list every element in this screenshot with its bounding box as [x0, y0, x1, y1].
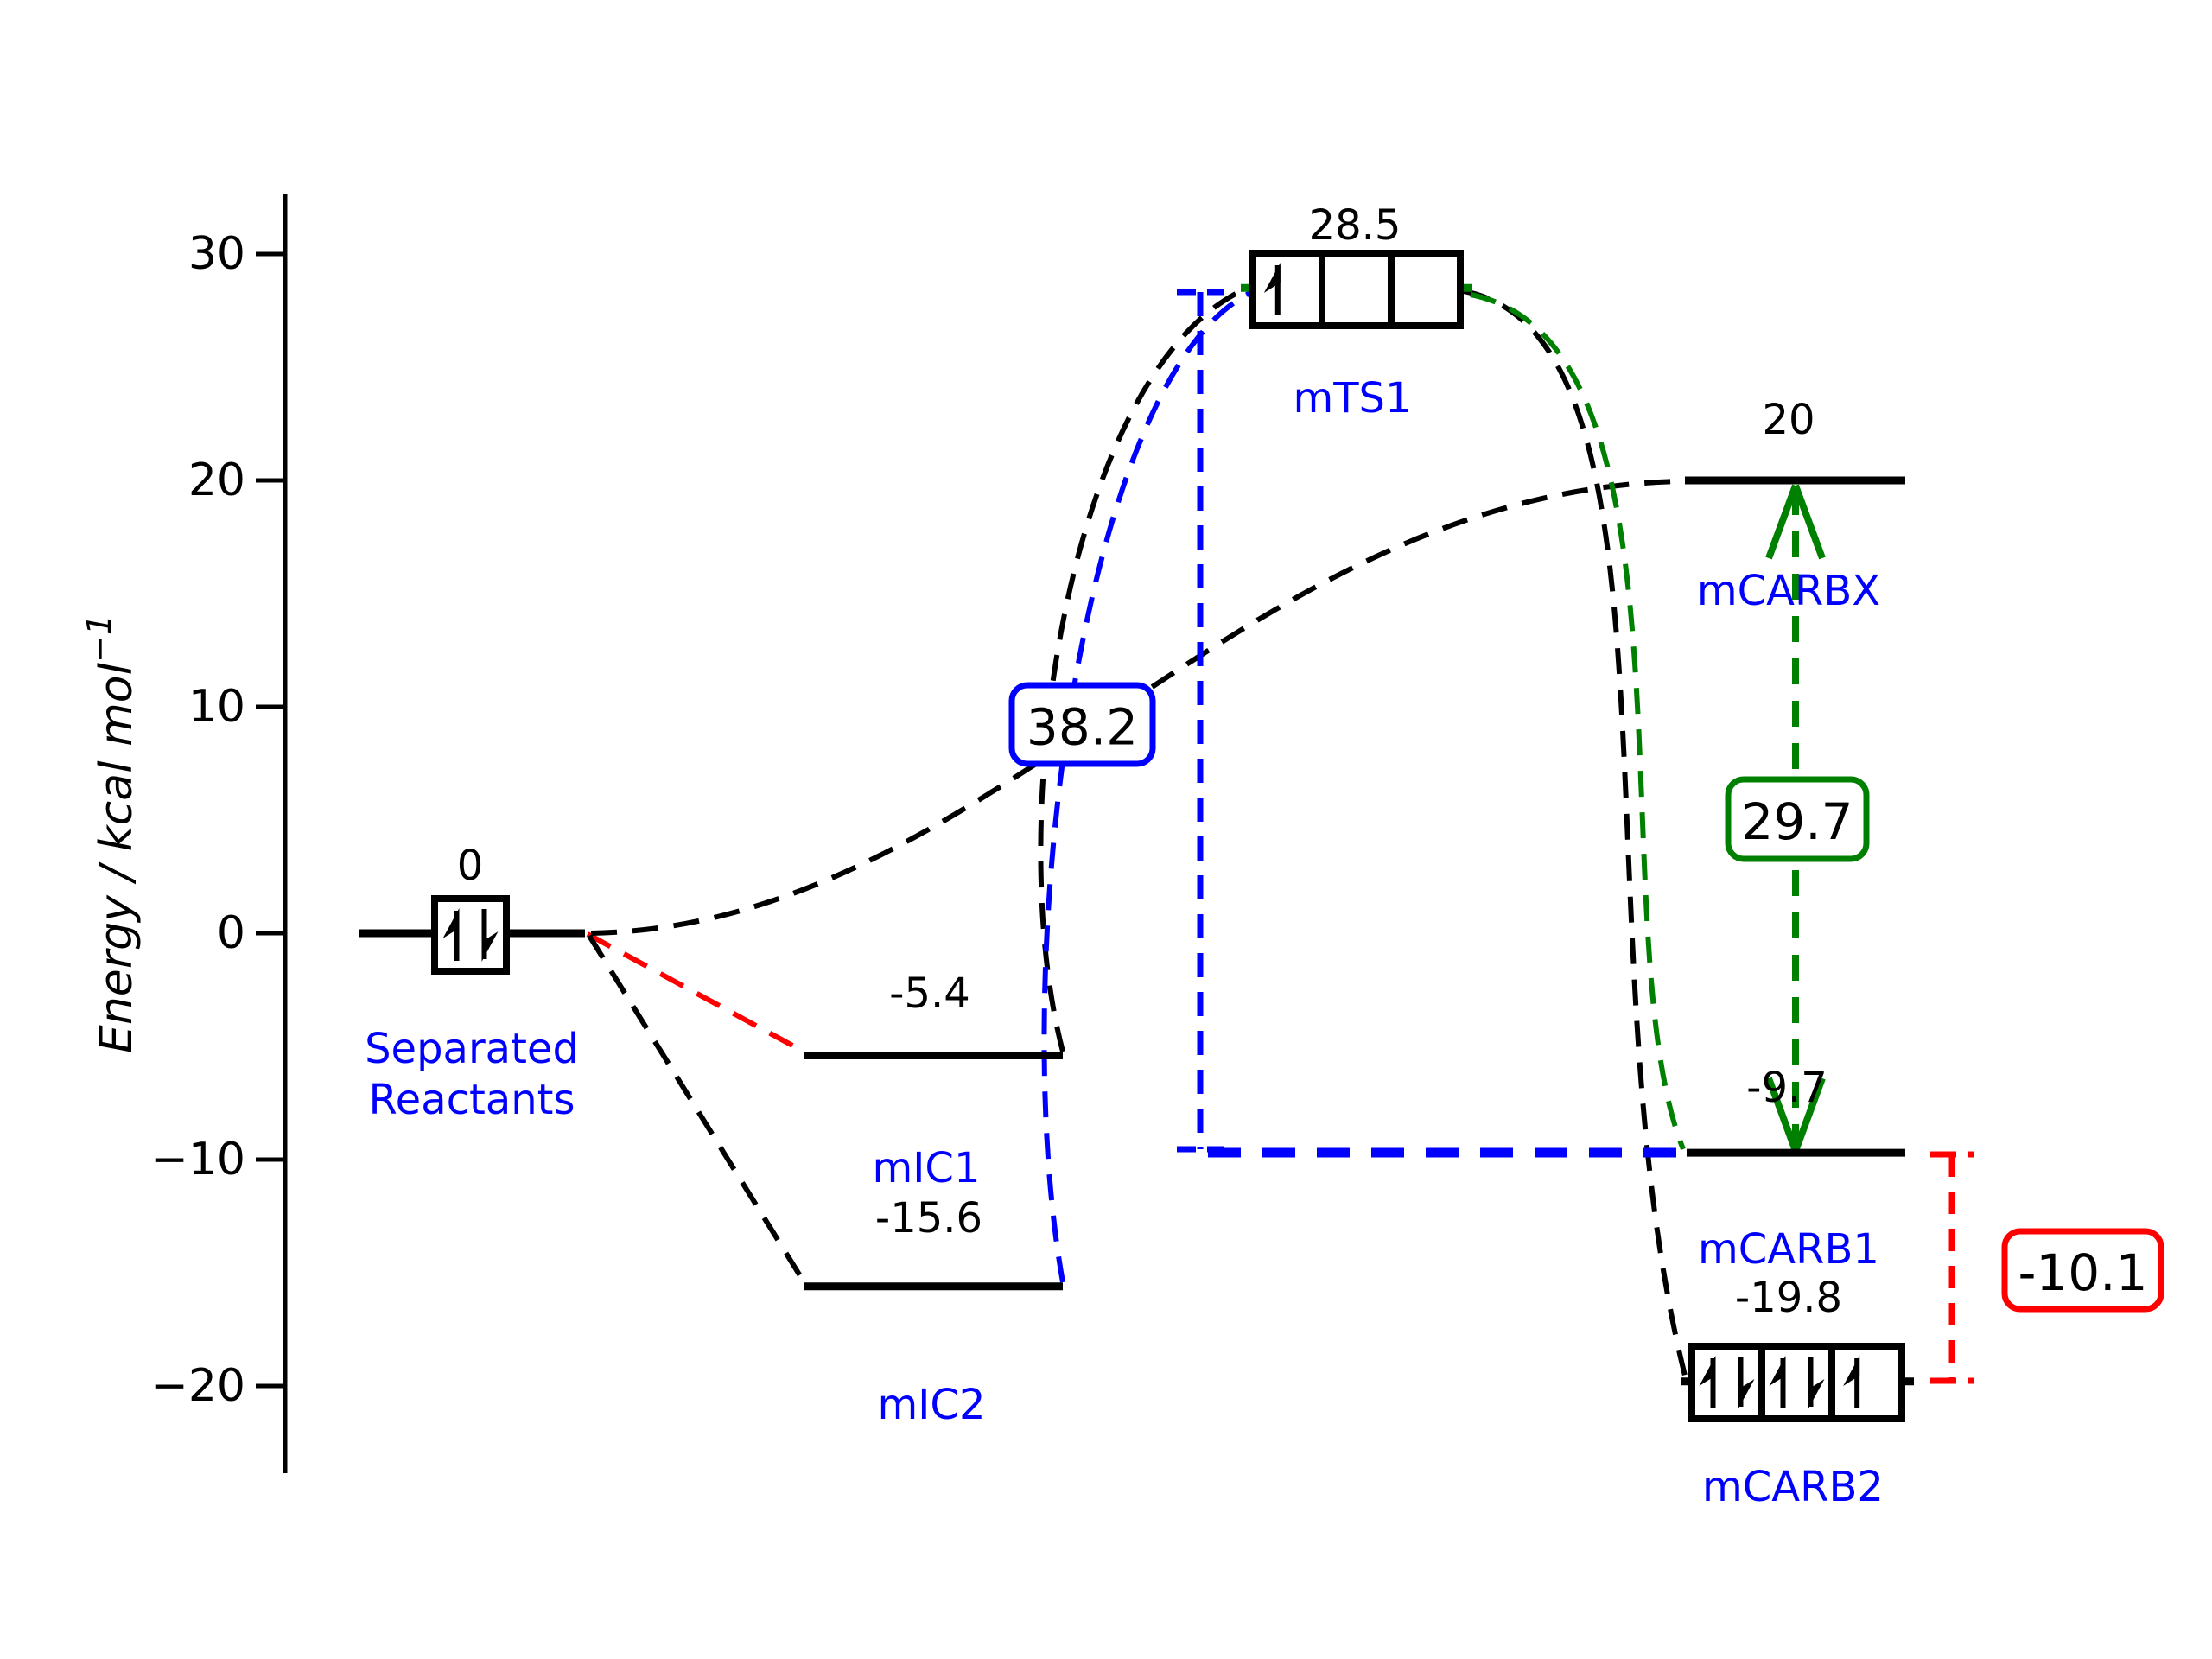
energy-value-label-mIC2: -15.6: [875, 1194, 982, 1243]
arrowhead-right-barb: [1792, 1077, 1826, 1153]
orbital-box-row-mCARB2: [1688, 1343, 1905, 1422]
energy-value-label-mCARB1: -9.7: [1746, 1064, 1827, 1112]
energy-value-label-mCARBX: 20: [1762, 396, 1815, 444]
measure-lines: [1177, 289, 1974, 1384]
y-axis-tick-label: 0: [217, 907, 245, 959]
measure-value-m38: 38.2: [1027, 698, 1138, 757]
connector-mTS1-to-mCARB1: [1470, 292, 1686, 1151]
electron-arrow-barb: [1769, 1356, 1786, 1386]
electron-arrow-barb: [1699, 1356, 1716, 1386]
orbital-box-row-mTS1: [1249, 250, 1464, 329]
orbital-box-empty: [1388, 250, 1464, 329]
orbital-box-up: [1828, 1343, 1905, 1422]
species-name-label-mTS1: mTS1: [1293, 374, 1411, 423]
arrowhead-left-barb: [1765, 484, 1799, 560]
electron-arrow-barb: [1263, 263, 1281, 293]
y-axis-tick-label: 20: [188, 454, 245, 506]
energy-value-label-SR: 0: [457, 842, 484, 890]
orbital-boxes: [431, 250, 1905, 1422]
connector-mTS1-to-mCARB2: [1463, 289, 1688, 1376]
connector-mIC1-to-mTS1: [1038, 287, 1246, 1052]
species-name-label-mCARB1: mCARB1: [1698, 1225, 1879, 1274]
measure-value-boxes: 38.2 29.7 -10.1: [1008, 682, 2164, 1313]
measure-value-box--10.1: [2001, 1228, 2164, 1313]
orbital-box-up: [1249, 250, 1325, 329]
species-name-label-SR: Reactants: [368, 1076, 575, 1124]
y-axis-tick-label: 10: [188, 681, 245, 733]
species-name-label-mIC2: mIC2: [878, 1381, 986, 1429]
electron-arrow-barb: [442, 908, 460, 938]
orbital-box-row-SR: [431, 895, 510, 975]
energy-value-label-mIC1: -5.4: [889, 969, 970, 1018]
electron-arrow-barb: [1808, 1379, 1825, 1409]
connector-curves: [586, 287, 1688, 1376]
y-axis-tick-label: −10: [150, 1134, 245, 1185]
energy-value-label-mTS1: 28.5: [1309, 201, 1402, 250]
electron-arrow-barb: [481, 931, 499, 962]
energy-value-label-mCARB2: -19.8: [1735, 1274, 1842, 1322]
orbital-box-empty: [1319, 250, 1395, 329]
species-name-label-mIC1: mIC1: [873, 1144, 981, 1192]
measure-value-box-29.7: [1725, 776, 1870, 862]
y-axis-title: Energy / kcal mol−1: [80, 614, 143, 1053]
electron-arrow-barb: [1843, 1356, 1860, 1386]
y-axis-tick-label: −20: [150, 1360, 245, 1412]
y-axis: 30 20 10 0 −10 −20 Energy / kcal mol−1: [80, 194, 288, 1473]
y-axis-tick-label: 30: [188, 228, 245, 280]
measure-value-m29: 29.7: [1741, 792, 1853, 851]
measure-value-box-38.2: [1008, 682, 1156, 767]
species-name-label-SR: Separated: [365, 1025, 579, 1073]
connector-SR-to-mIC2: [587, 934, 806, 1283]
arrowhead-left-barb: [1765, 1077, 1799, 1153]
arrowhead-right-barb: [1792, 484, 1826, 560]
species-name-label-mCARB2: mCARB2: [1702, 1463, 1884, 1511]
species-name-label-mCARBX: mCARBX: [1697, 567, 1880, 615]
measure-value-m10: -10.1: [2018, 1243, 2147, 1302]
connector-SR-to-mIC1: [586, 931, 805, 1054]
electron-arrow-barb: [1738, 1379, 1755, 1409]
connector-mIC2-to-mTS1: [1041, 290, 1252, 1283]
